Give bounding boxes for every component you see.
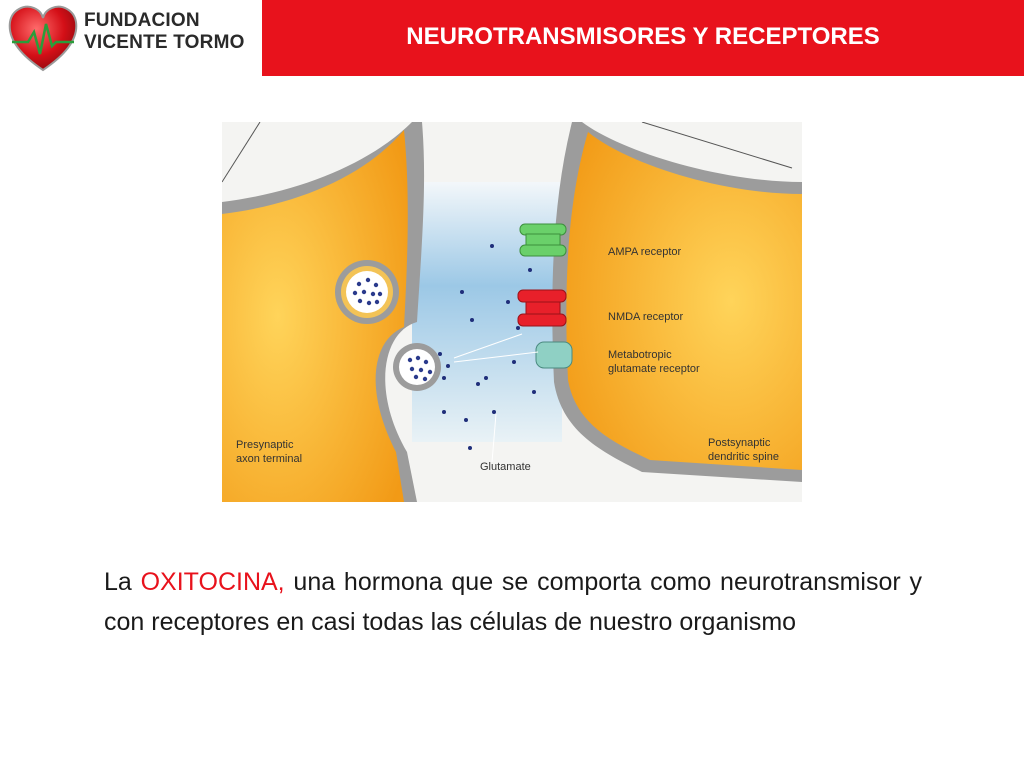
synapse-diagram: AMPA receptor NMDA receptor Metabotropic…: [222, 122, 802, 502]
glutamate-label: Glutamate: [480, 461, 531, 473]
diagram-border-lines: [222, 122, 793, 183]
logo-line-2: VICENTE TORMO: [84, 32, 245, 53]
title-bar: NEUROTRANSMISORES Y RECEPTORES: [262, 0, 1024, 76]
page-title: NEUROTRANSMISORES Y RECEPTORES: [406, 23, 880, 50]
presynaptic-label-1: Presynaptic: [236, 439, 294, 451]
postsynaptic-label-1: Postsynaptic: [708, 437, 771, 449]
synaptic-vesicle: [335, 260, 399, 324]
postsynaptic-spine: [552, 122, 802, 482]
glutamate-molecules: [438, 228, 536, 450]
postsynaptic-label-2: dendritic spine: [708, 451, 779, 463]
paragraph-prefix: La: [104, 568, 141, 596]
logo-line-1: FUNDACION: [84, 10, 200, 31]
body-paragraph: La OXITOCINA, una hormona que se comport…: [104, 562, 922, 642]
metabotropic-label-1: Metabotropic: [608, 349, 672, 361]
label-lines: [453, 333, 539, 463]
metabotropic-label-2: glutamate receptor: [608, 363, 700, 375]
logo-text: FUNDACION VICENTE TORMO: [84, 10, 245, 54]
presynaptic-terminal: [222, 122, 425, 502]
presynaptic-label-2: axon terminal: [236, 453, 302, 465]
paragraph-rest: una hormona que se comporta como neurotr…: [104, 568, 922, 636]
oxitocina-highlight: OXITOCINA,: [140, 568, 285, 596]
logo: FUNDACION VICENTE TORMO: [0, 0, 262, 76]
synapse-illustration: AMPA receptor NMDA receptor Metabotropic…: [222, 122, 802, 502]
nmda-receptor-label: NMDA receptor: [608, 311, 684, 323]
metabotropic-receptor: [535, 341, 573, 369]
fusing-vesicle: [393, 343, 441, 391]
ampa-receptor: [519, 223, 567, 257]
ampa-receptor-label: AMPA receptor: [608, 246, 681, 258]
nmda-receptor: [517, 289, 567, 327]
heart-logo-icon: [8, 5, 78, 72]
